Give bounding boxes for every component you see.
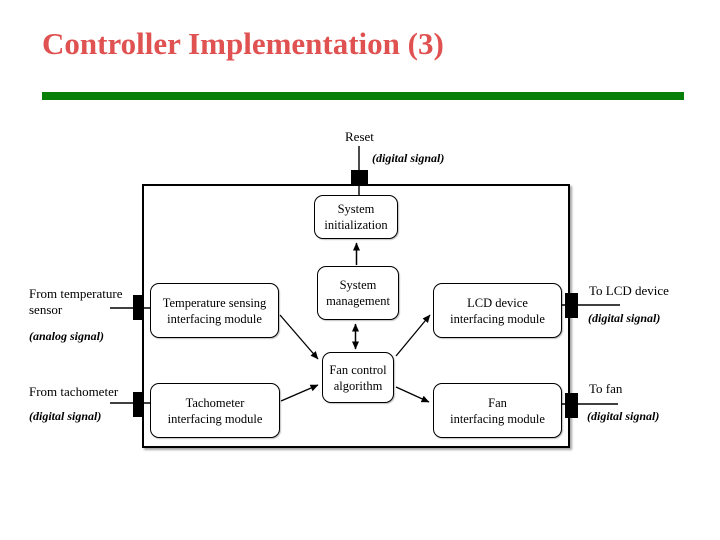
module-label: System [337,202,375,216]
module-label: LCD device [467,295,528,310]
reset-label: Reset [345,129,374,144]
module-label: Fan [488,395,507,410]
module-label: System [339,278,377,292]
lcd-pin-connector [565,293,578,318]
temperature-pin-connector [133,295,144,320]
module-label: Temperature sensing [162,295,267,310]
from-tachometer-label: From tachometer [29,384,119,399]
module-fan-interfacing: Fan interfacing module [433,383,562,438]
tachometer-signal-label: (digital signal) [29,409,102,423]
module-label: Tachometer [185,395,245,410]
arrow-temperature-to-fan-control [279,314,319,360]
arrow-tachometer-to-fan-control [280,384,319,402]
from-temperature-line2: sensor [29,302,63,317]
page-title: Controller Implementation (3) [42,26,444,61]
module-system-initialization: System initialization [314,195,398,239]
reset-pin-connector [351,170,368,185]
from-temperature-label: From temperature sensor [29,286,123,318]
module-tachometer: Tachometer interfacing module [150,383,280,438]
tachometer-pin-connector [133,392,144,417]
arrow-fan-control-to-lcd [395,314,431,357]
reset-signal-label: (digital signal) [372,151,445,165]
module-lcd-device: LCD device interfacing module [433,283,562,338]
title-underline [42,92,684,100]
module-label: interfacing module [450,311,545,326]
module-label: interfacing module [450,411,545,426]
fan-pin-connector [565,393,578,418]
module-system-management: System management [317,266,399,320]
module-temperature-sensing: Temperature sensing interfacing module [150,283,279,338]
module-label: interfacing module [167,411,263,426]
fan-signal-label: (digital signal) [587,409,660,423]
to-fan-label: To fan [589,381,623,396]
module-label: initialization [324,218,388,232]
analog-signal-label: (analog signal) [29,329,105,343]
from-temperature-line1: From temperature [29,286,123,301]
lcd-signal-label: (digital signal) [588,311,661,325]
module-fan-control-algorithm: Fan control algorithm [322,352,394,403]
module-label: management [326,294,390,308]
module-label: algorithm [333,378,383,393]
module-label: interfacing module [167,311,262,326]
to-lcd-label: To LCD device [589,283,669,298]
arrow-fan-control-to-fan [395,386,430,403]
module-label: Fan control [329,362,387,377]
